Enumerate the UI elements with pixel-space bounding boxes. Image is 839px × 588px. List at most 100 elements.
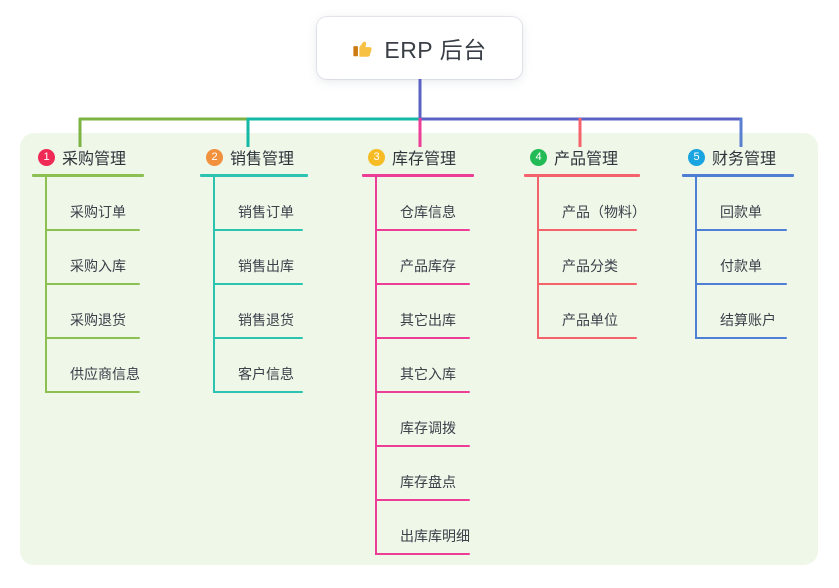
branch-title: 销售管理: [230, 151, 295, 168]
branch-item-underline: [537, 337, 637, 339]
branch-column-1[interactable]: 1 采购管理采购订单采购入库采购退货供应商信息: [32, 146, 150, 393]
branch-item-label: 仓库信息: [400, 204, 456, 220]
branch-title: 产品管理: [554, 151, 619, 168]
branch-header-4[interactable]: 4 产品管理: [524, 146, 646, 168]
branch-item-underline: [375, 499, 470, 501]
branch-item-list: 回款单付款单结算账户: [682, 177, 802, 339]
branch-item[interactable]: 仓库信息: [362, 177, 480, 231]
branch-spine: [45, 177, 47, 393]
branch-item-underline: [213, 229, 303, 231]
branch-column-3[interactable]: 3 库存管理仓库信息产品库存其它出库其它入库库存调拨库存盘点出库库明细: [362, 146, 480, 555]
branch-column-2[interactable]: 2 销售管理销售订单销售出库销售退货客户信息: [200, 146, 312, 393]
branch-underline: [32, 174, 144, 177]
branch-item-list: 采购订单采购入库采购退货供应商信息: [32, 177, 150, 393]
branch-title: 采购管理: [62, 151, 127, 168]
branch-item-underline: [537, 229, 637, 231]
branch-item[interactable]: 客户信息: [200, 339, 312, 393]
branch-item[interactable]: 出库库明细: [362, 501, 480, 555]
branch-item[interactable]: 销售订单: [200, 177, 312, 231]
branch-item-label: 产品分类: [562, 258, 618, 274]
branch-item[interactable]: 销售出库: [200, 231, 312, 285]
branch-item-label: 供应商信息: [70, 366, 140, 382]
branch-item-underline: [537, 283, 637, 285]
branch-item-label: 其它入库: [400, 366, 456, 382]
branch-underline: [682, 174, 794, 177]
branch-header-5[interactable]: 5 财务管理: [682, 146, 802, 168]
branch-item-label: 结算账户: [720, 312, 776, 328]
root-node-content: ERP 后台: [352, 31, 486, 65]
branch-item[interactable]: 产品分类: [524, 231, 646, 285]
branch-item-label: 销售退货: [238, 312, 294, 328]
branch-item-label: 库存调拨: [400, 420, 456, 436]
branch-number-badge: 1: [38, 148, 55, 166]
branch-item-list: 仓库信息产品库存其它出库其它入库库存调拨库存盘点出库库明细: [362, 177, 480, 555]
branch-item[interactable]: 库存调拨: [362, 393, 480, 447]
branch-item-label: 销售订单: [238, 204, 294, 220]
branch-item-underline: [375, 283, 470, 285]
root-node-title: ERP 后台: [384, 37, 487, 63]
branch-item-underline: [45, 229, 140, 231]
branch-title: 财务管理: [712, 151, 777, 168]
branch-header-3[interactable]: 3 库存管理: [362, 146, 480, 168]
branch-item-list: 销售订单销售出库销售退货客户信息: [200, 177, 312, 393]
branch-spine: [695, 177, 697, 339]
branch-item-underline: [375, 445, 470, 447]
branch-item-underline: [695, 229, 787, 231]
branch-item-label: 产品（物料）: [562, 204, 646, 220]
branch-underline: [362, 174, 474, 177]
branch-column-5[interactable]: 5 财务管理回款单付款单结算账户: [682, 146, 802, 339]
branch-item-label: 产品库存: [400, 258, 456, 274]
branch-item[interactable]: 产品单位: [524, 285, 646, 339]
branch-item-label: 采购退货: [70, 312, 126, 328]
branch-spine: [375, 177, 377, 555]
branch-underline: [524, 174, 640, 177]
branch-item-underline: [45, 337, 140, 339]
branch-item-label: 销售出库: [238, 258, 294, 274]
branch-item[interactable]: 采购入库: [32, 231, 150, 285]
branch-number-badge: 5: [688, 148, 705, 166]
tree-connectors: [78, 79, 743, 147]
branch-item[interactable]: 回款单: [682, 177, 802, 231]
branch-item[interactable]: 结算账户: [682, 285, 802, 339]
branch-spine: [213, 177, 215, 393]
branch-item-list: 产品（物料） 产品分类产品单位: [524, 177, 646, 339]
branch-title: 库存管理: [392, 151, 457, 168]
branch-item-label: 采购订单: [70, 204, 126, 220]
branch-underline: [200, 174, 308, 177]
branch-spine: [537, 177, 539, 339]
branch-item-label: 客户信息: [238, 366, 294, 382]
branch-item[interactable]: 采购退货: [32, 285, 150, 339]
branch-item[interactable]: 销售退货: [200, 285, 312, 339]
branch-number-badge: 3: [368, 148, 385, 166]
branch-item-label: 库存盘点: [400, 474, 456, 490]
root-node-card[interactable]: ERP 后台: [317, 17, 522, 79]
branch-item-label: 出库库明细: [400, 528, 470, 544]
branch-item[interactable]: 产品库存: [362, 231, 480, 285]
branch-item-label: 付款单: [720, 258, 762, 274]
branch-header-1[interactable]: 1 采购管理: [32, 146, 150, 168]
branch-item[interactable]: 其它入库: [362, 339, 480, 393]
branch-item-underline: [695, 337, 787, 339]
branch-item-label: 产品单位: [562, 312, 618, 328]
branch-item[interactable]: 其它出库: [362, 285, 480, 339]
branch-item[interactable]: 产品（物料）: [524, 177, 646, 231]
branch-item[interactable]: 付款单: [682, 231, 802, 285]
content-panel: [20, 133, 818, 565]
branch-item-label: 其它出库: [400, 312, 456, 328]
branch-item-label: 采购入库: [70, 258, 126, 274]
branch-item[interactable]: 采购订单: [32, 177, 150, 231]
branch-column-4[interactable]: 4 产品管理产品（物料） 产品分类产品单位: [524, 146, 646, 339]
branch-item-underline: [213, 391, 303, 393]
branch-item[interactable]: 供应商信息: [32, 339, 150, 393]
branch-item-underline: [375, 391, 470, 393]
branch-item[interactable]: 库存盘点: [362, 447, 480, 501]
branch-item-label: 回款单: [720, 204, 762, 220]
branch-item-underline: [695, 283, 787, 285]
branch-number-badge: 2: [206, 148, 223, 166]
branch-number-badge: 4: [530, 148, 547, 166]
branch-item-underline: [375, 337, 470, 339]
branch-item-underline: [375, 229, 470, 231]
branch-item-underline: [213, 283, 303, 285]
branch-header-2[interactable]: 2 销售管理: [200, 146, 312, 168]
